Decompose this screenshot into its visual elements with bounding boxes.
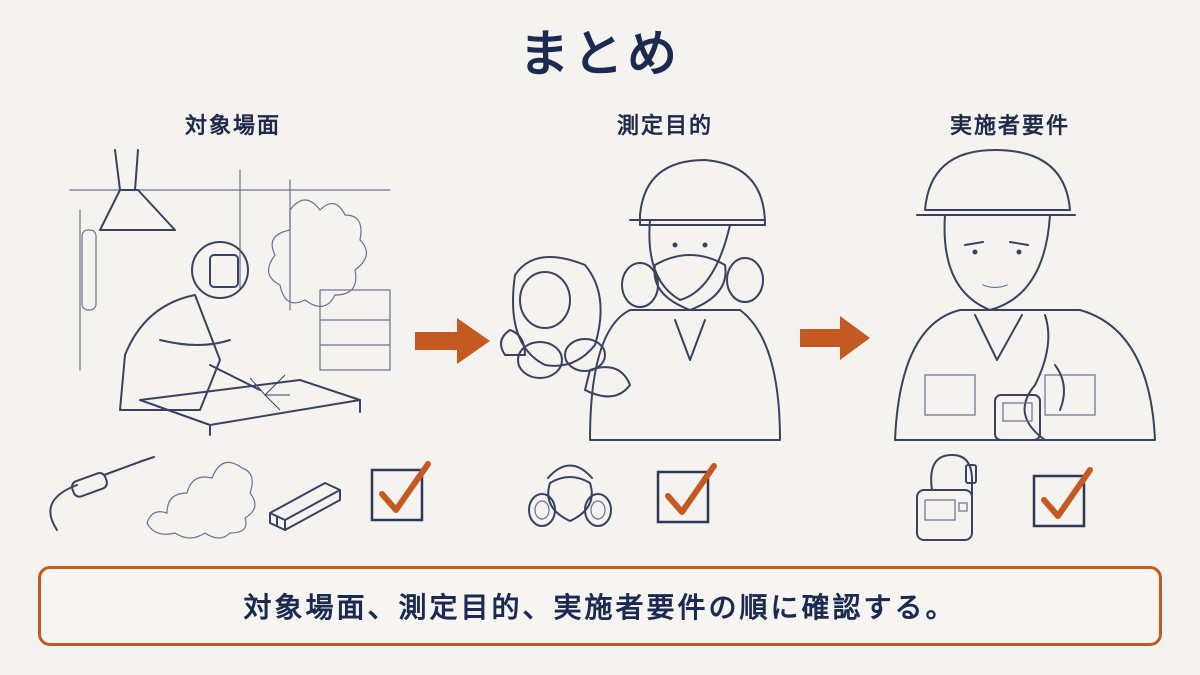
summary-text: 対象場面、測定目的、実施者要件の順に確認する。 bbox=[243, 591, 957, 624]
measuring-device-icon bbox=[916, 454, 977, 541]
welding-torch-icon bbox=[49, 456, 155, 531]
checkmark-icon bbox=[656, 463, 717, 524]
section-label-operator-requirements: 実施者要件 bbox=[949, 114, 1070, 139]
smoke-icon bbox=[146, 461, 256, 539]
summary-box: 対象場面、測定目的、実施者要件の順に確認する。 bbox=[38, 566, 1162, 646]
page-title: まとめ bbox=[519, 25, 681, 83]
steel-beam-icon bbox=[269, 482, 341, 531]
arrow-right-icon bbox=[415, 318, 490, 364]
half-mask-respirator-icon bbox=[528, 464, 612, 527]
section-label-measurement-purpose: 測定目的 bbox=[616, 114, 713, 139]
arrow-right-icon bbox=[800, 316, 870, 360]
respirator-selection-illustration bbox=[500, 159, 781, 441]
welding-scene-illustration bbox=[69, 149, 391, 436]
checkmark-icon bbox=[370, 461, 431, 522]
checkmark-icon bbox=[1032, 467, 1093, 528]
operator-illustration bbox=[894, 149, 1156, 441]
section-label-target-scene: 対象場面 bbox=[184, 114, 281, 139]
